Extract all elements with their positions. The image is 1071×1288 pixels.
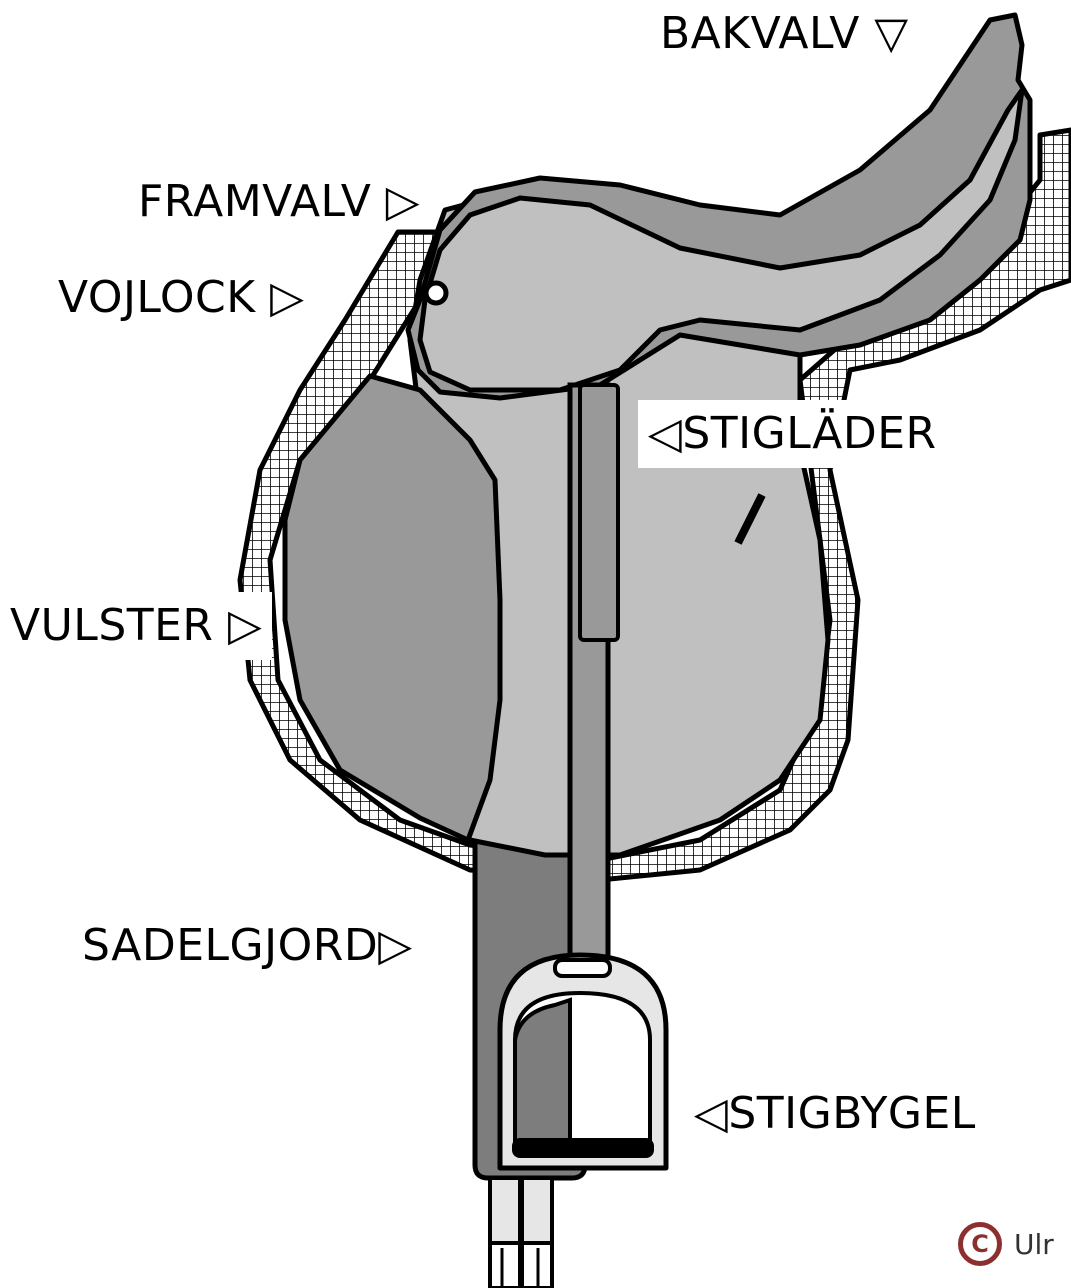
label-stigbygel: ◁STIGBYGEL [694, 1092, 976, 1136]
label-stiglader: ◁STIGLÄDER [638, 400, 947, 468]
pommel-ring [426, 283, 446, 303]
label-vojlock: VOJLOCK ▷ [58, 276, 304, 320]
copyright-text: Ulr [1014, 1228, 1054, 1261]
girth-buckles [490, 1178, 552, 1288]
label-bakvalv: BAKVALV ▽ [660, 12, 909, 56]
copyright-notice: C Ulr [958, 1222, 1054, 1266]
stirrup-leather-keeper [580, 385, 618, 640]
label-vulster: VULSTER ▷ [0, 592, 272, 660]
label-framvalv: FRAMVALV ▷ [138, 180, 420, 224]
label-sadelgjord: SADELGJORD▷ [82, 924, 413, 968]
stirrup-tread [512, 1138, 654, 1158]
copyright-icon: C [958, 1222, 1002, 1266]
stirrup-girth-visible [515, 1000, 570, 1150]
stirrup-eye [555, 960, 610, 976]
